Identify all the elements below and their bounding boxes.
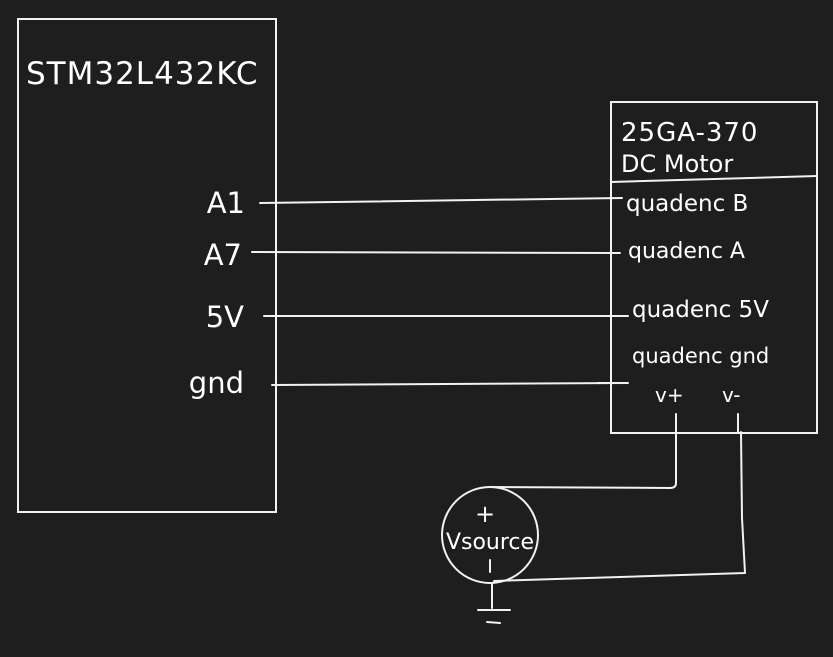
motor-title-line1: 25GA-370 [621, 118, 758, 148]
wire-vplus-to-source [489, 431, 677, 489]
wire-vminus-to-source [493, 431, 746, 582]
motor-pin-quadenc-gnd: quadenc gnd [632, 344, 769, 368]
motor-pin-quadenc-5v: quadenc 5V [632, 297, 769, 323]
pin-label-gnd: gnd [189, 366, 244, 400]
voltage-source-plus: + [475, 500, 495, 528]
motor-title-divider [610, 175, 818, 183]
pin-label-a7: A7 [204, 238, 242, 272]
pin-label-a1: A1 [207, 186, 245, 220]
wire-a7-quadenc-a [251, 251, 621, 254]
wire-gnd-quadenc-gnd [271, 382, 626, 386]
pin-label-5v: 5V [206, 300, 244, 334]
motor-pin-v-plus: v+ [655, 383, 684, 407]
voltage-source-circle [441, 486, 539, 584]
motor-box [610, 101, 818, 434]
voltage-source-label: Vsource [446, 530, 534, 555]
motor-pin-quadenc-b: quadenc B [626, 191, 748, 217]
motor-title-line2: DC Motor [621, 150, 733, 178]
motor-pin-quadenc-a: quadenc A [628, 239, 745, 264]
mcu-box [17, 18, 277, 513]
ground-icon-lower [486, 621, 501, 624]
mcu-label: STM32L432KC [26, 56, 259, 92]
motor-pin-v-minus: v- [722, 383, 741, 407]
wire-a1-quadenc-b [259, 197, 623, 204]
